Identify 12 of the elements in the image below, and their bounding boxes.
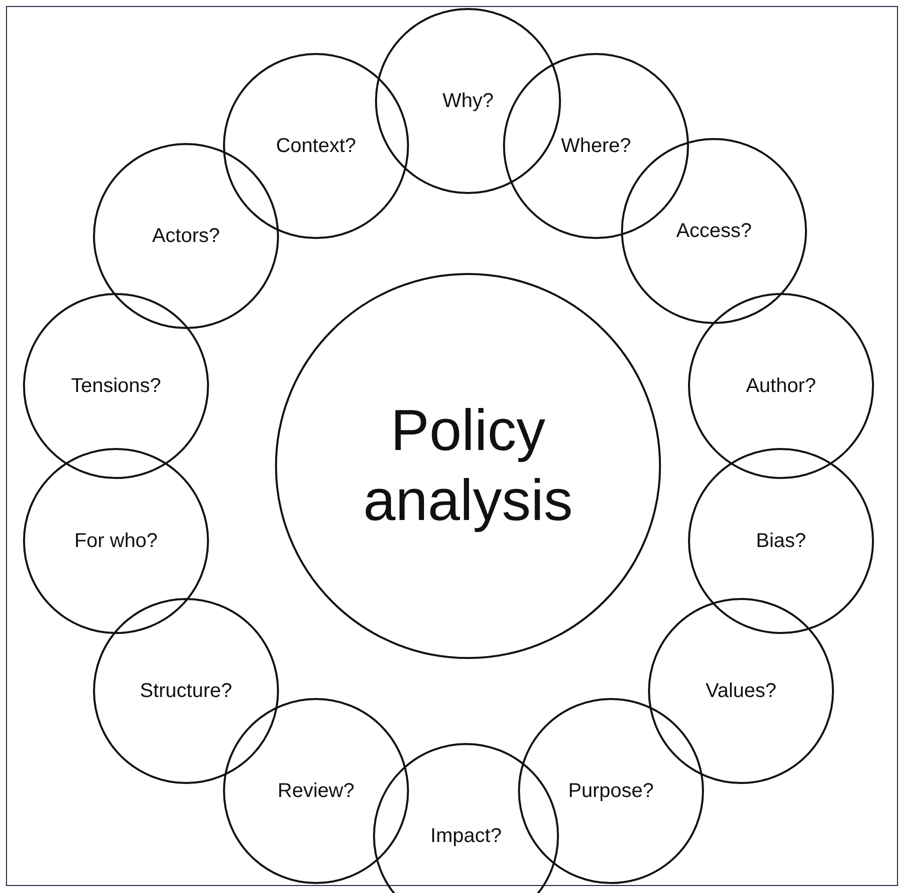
central-circle: Policy analysis xyxy=(275,273,661,659)
question-circle: Tensions? xyxy=(23,293,209,479)
question-circle: Why? xyxy=(375,8,561,194)
question-circle: Impact? xyxy=(373,743,559,893)
question-circle: Bias? xyxy=(688,448,874,634)
question-circle: Context? xyxy=(223,53,409,239)
question-circle: Structure? xyxy=(93,598,279,784)
question-circle: For who? xyxy=(23,448,209,634)
question-circle: Review? xyxy=(223,698,409,884)
question-circle: Author? xyxy=(688,293,874,479)
question-circle: Values? xyxy=(648,598,834,784)
question-circle: Purpose? xyxy=(518,698,704,884)
